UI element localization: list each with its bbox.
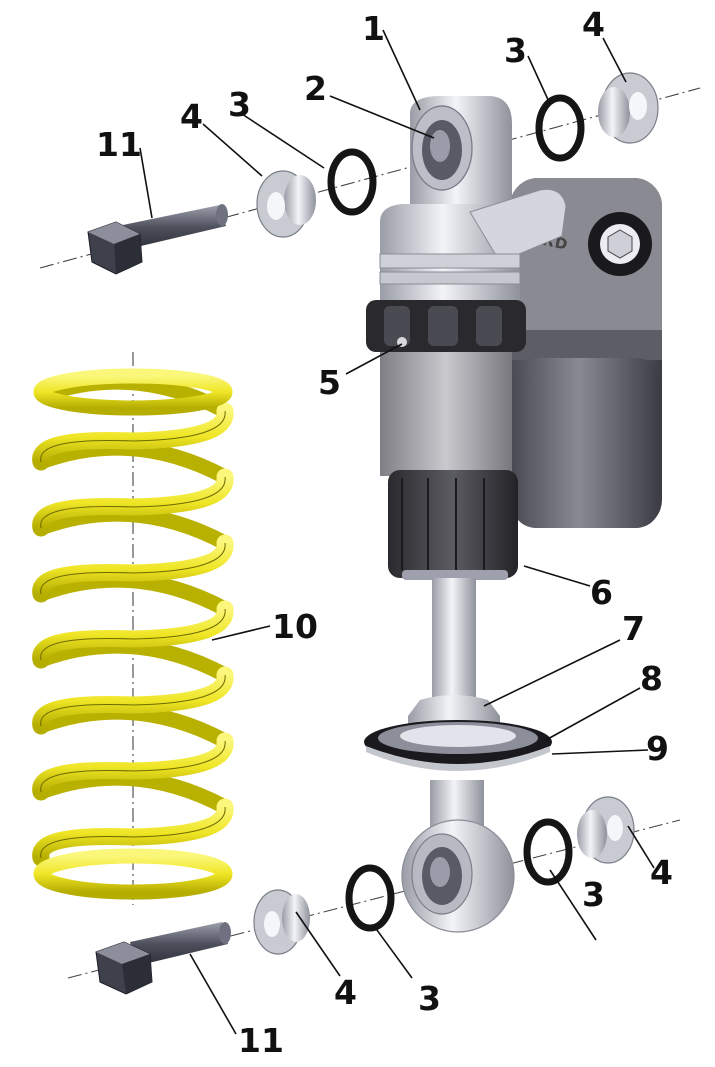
callout-8: 8 — [640, 659, 663, 698]
callout-4-upper-right: 4 — [582, 5, 605, 44]
callout-4-lower-right: 4 — [650, 853, 673, 892]
lower-bolt — [95, 922, 231, 995]
callout-11-lower: 11 — [238, 1021, 284, 1060]
callouts: 1 2 3 3 3 3 4 4 4 4 5 6 7 8 9 10 11 11 — [96, 5, 673, 1060]
spring-end-coil-top — [33, 368, 233, 416]
leader-lines — [139, 29, 655, 1035]
spring — [32, 368, 234, 900]
damper-body — [380, 352, 518, 580]
callout-9: 9 — [646, 729, 669, 768]
spring-seat — [364, 720, 552, 771]
o-rings — [327, 94, 585, 932]
spring-end-coil-bottom — [33, 848, 233, 900]
callout-3-lower-left: 3 — [418, 979, 441, 1018]
spring-coil-edge — [40, 740, 226, 793]
callout-3-upper-left: 3 — [228, 85, 251, 124]
lower-left-bushing — [253, 889, 310, 955]
callout-10: 10 — [272, 607, 318, 646]
callout-11-upper: 11 — [96, 125, 142, 164]
callout-5: 5 — [318, 363, 341, 402]
spring-coil-edge — [40, 608, 226, 661]
upper-bolt — [87, 204, 228, 275]
callout-4-upper-left: 4 — [180, 97, 203, 136]
spring-coil-edge — [40, 674, 226, 727]
callout-4-lower-left: 4 — [334, 973, 357, 1012]
callout-3-lower-right: 3 — [582, 875, 605, 914]
spring-coil-edge — [40, 410, 226, 463]
reservoir: CARD — [510, 178, 662, 528]
bottom-eye — [401, 780, 515, 933]
callout-3-upper-right: 3 — [504, 31, 527, 70]
preload-collar — [366, 300, 526, 352]
spring-coil-edge — [40, 476, 226, 529]
spring-coil-edge — [40, 806, 226, 859]
upper-right-bushing — [598, 72, 659, 144]
spring-coil-edge — [40, 542, 226, 595]
callout-1: 1 — [362, 9, 385, 48]
top-cap — [379, 188, 567, 300]
callout-7: 7 — [622, 609, 645, 648]
upper-left-bushing — [256, 170, 316, 238]
callout-6: 6 — [590, 573, 613, 612]
lower-right-bushing — [577, 796, 635, 864]
top-eye — [410, 96, 512, 212]
callout-2: 2 — [304, 69, 327, 108]
